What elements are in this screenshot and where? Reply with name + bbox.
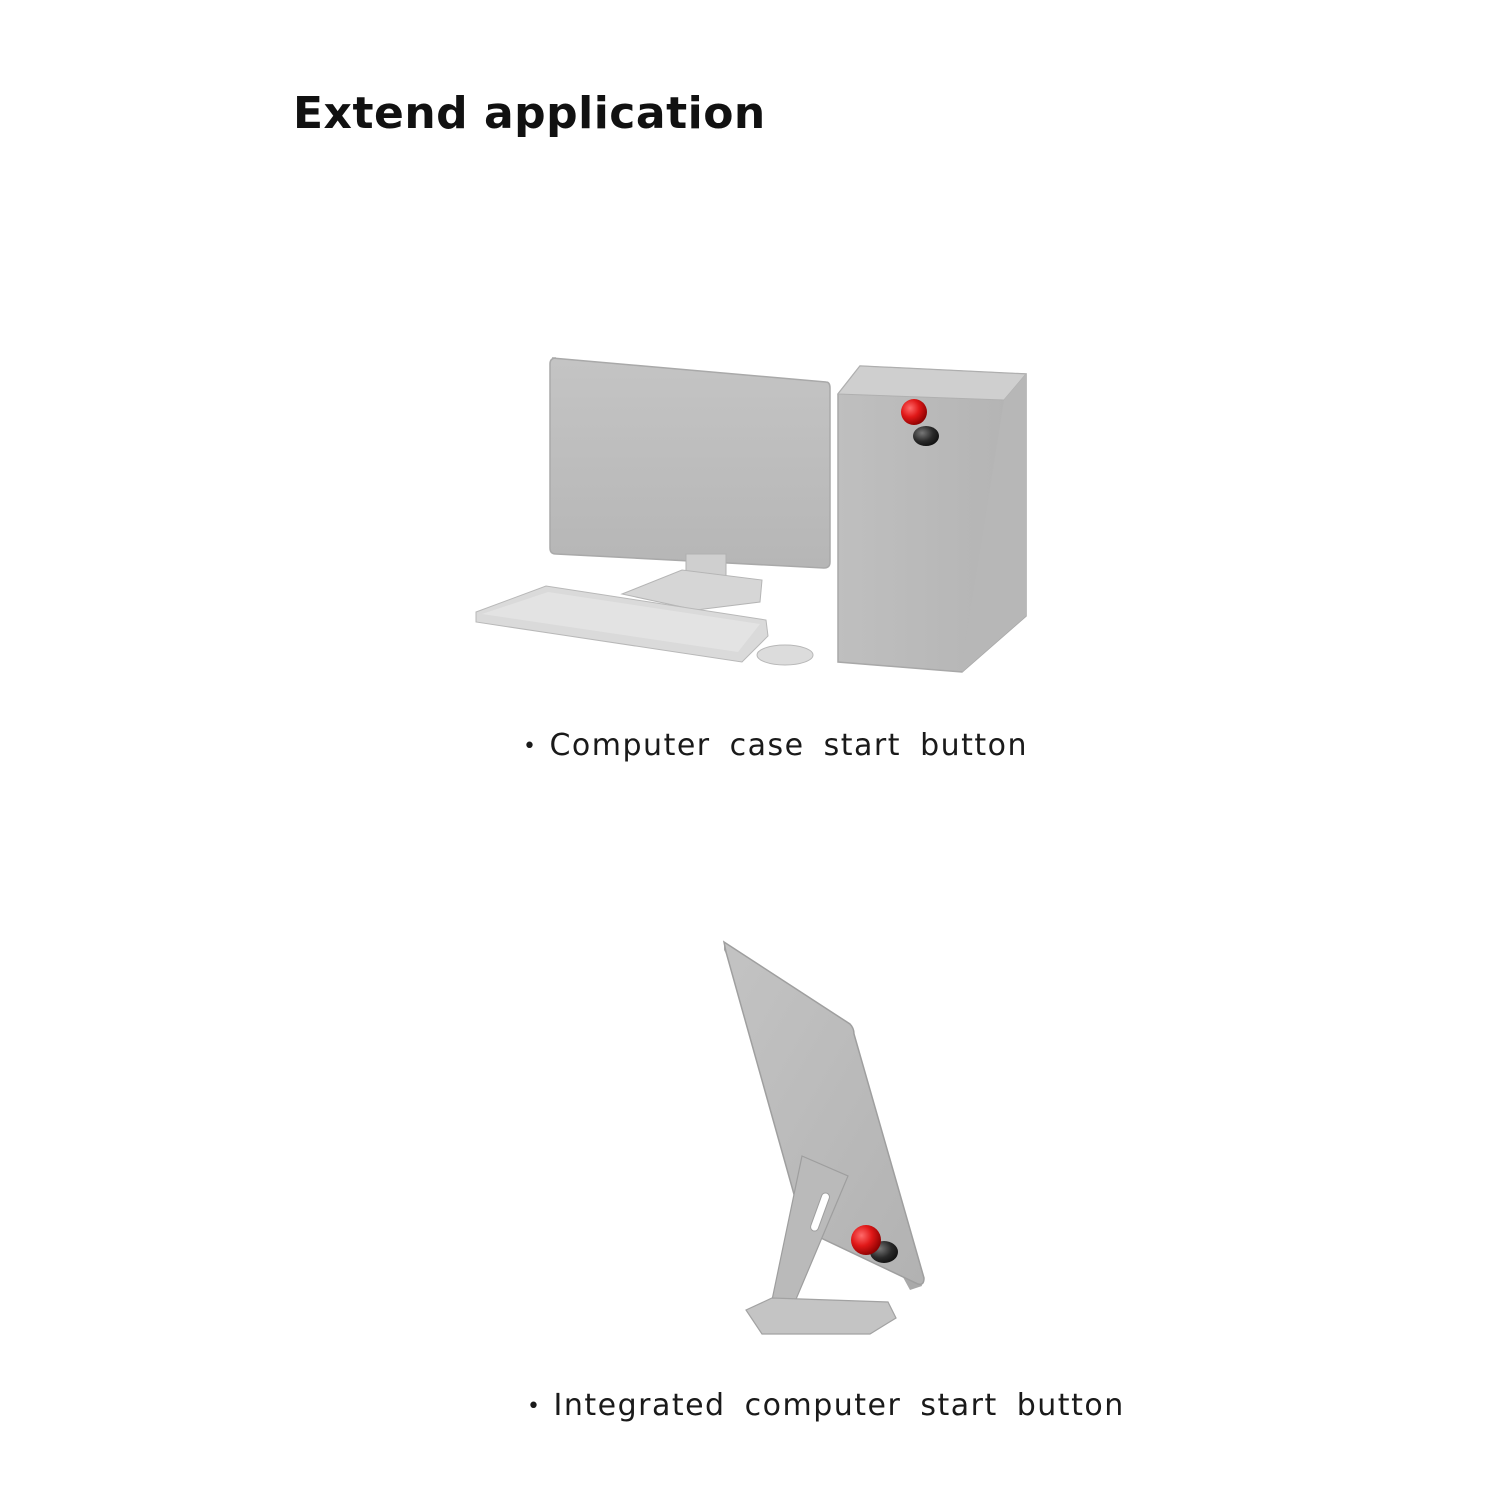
power-button-icon — [901, 399, 939, 446]
monitor — [549, 357, 831, 611]
caption-text: Computer case start button — [549, 728, 1029, 763]
keyboard — [475, 585, 769, 663]
caption-integrated-computer: • Integrated computer start button — [527, 1388, 1125, 1423]
power-button-icon — [851, 1225, 898, 1263]
caption-text: Integrated computer start button — [553, 1388, 1125, 1423]
bullet-icon: • — [527, 1394, 542, 1419]
caption-computer-case: • Computer case start button — [523, 728, 1028, 763]
bullet-icon: • — [523, 734, 538, 759]
computer-case — [836, 365, 1028, 673]
desktop-computer-illustration — [475, 357, 1028, 673]
all-in-one-screen — [722, 940, 925, 1290]
mouse — [756, 644, 814, 666]
all-in-one-computer-illustration — [722, 940, 925, 1335]
page-title: Extend application — [293, 88, 766, 139]
stand — [745, 1155, 897, 1335]
